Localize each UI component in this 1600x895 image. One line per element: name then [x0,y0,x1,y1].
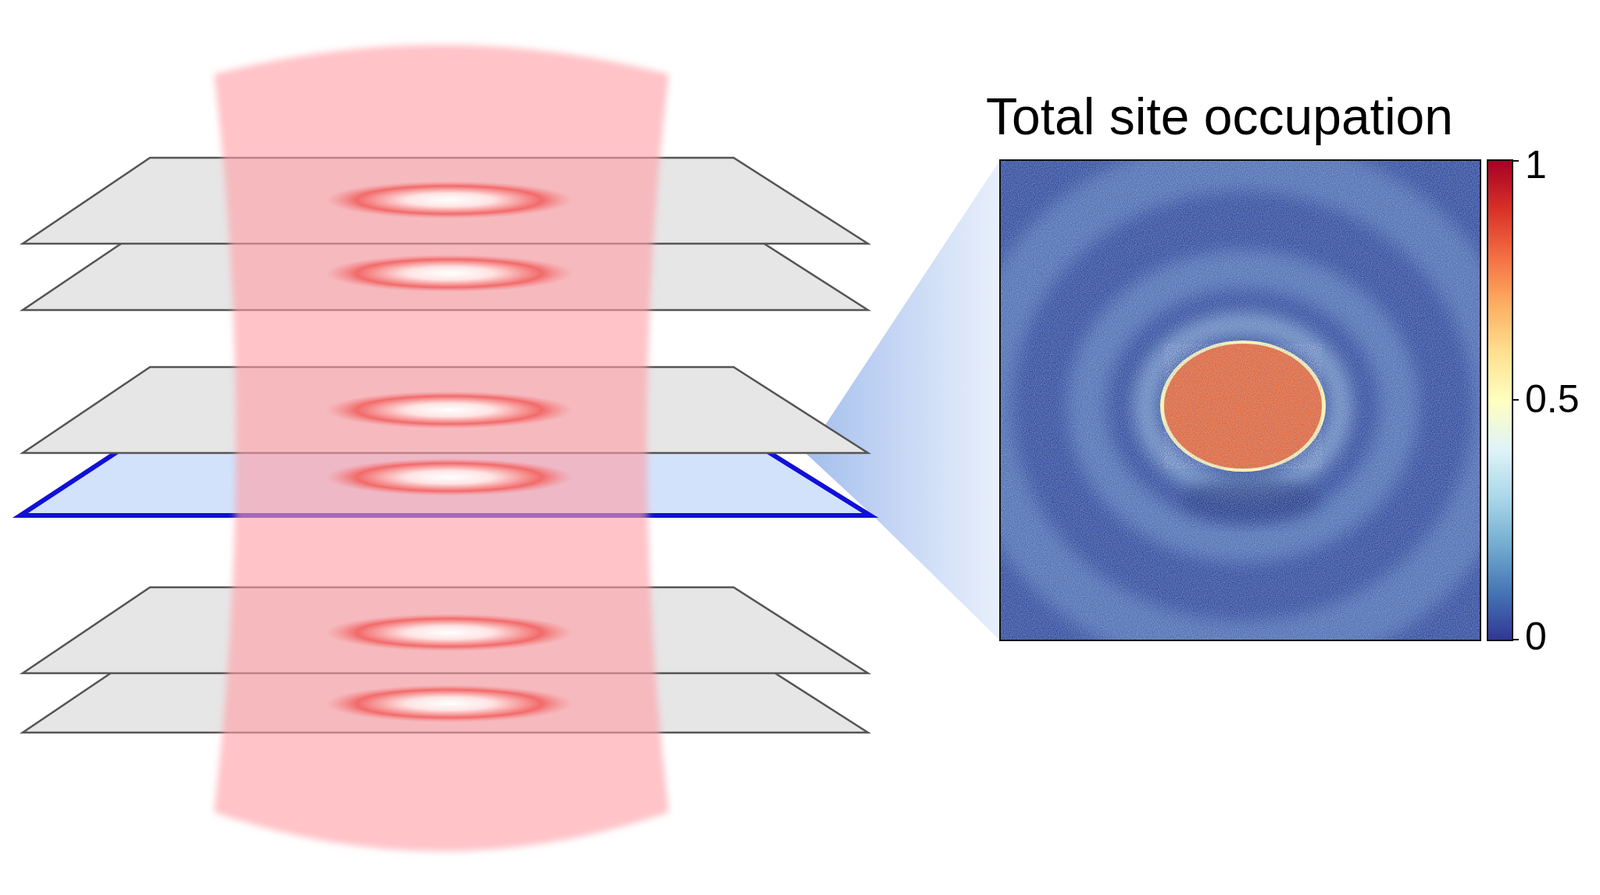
colorbar-ticks [1512,160,1519,640]
occupation-map [1000,160,1481,641]
map-frame [1000,160,1481,641]
atom-clouds [325,181,573,723]
laser-beam [214,45,669,853]
colorbar [1487,160,1513,641]
colorbar-tick-label: 0 [1525,614,1547,661]
panel-title: Total site occupation [985,87,1454,147]
colorbar-tick-label: 1 [1525,142,1547,189]
colorbar-tick-label: 0.5 [1525,377,1580,423]
